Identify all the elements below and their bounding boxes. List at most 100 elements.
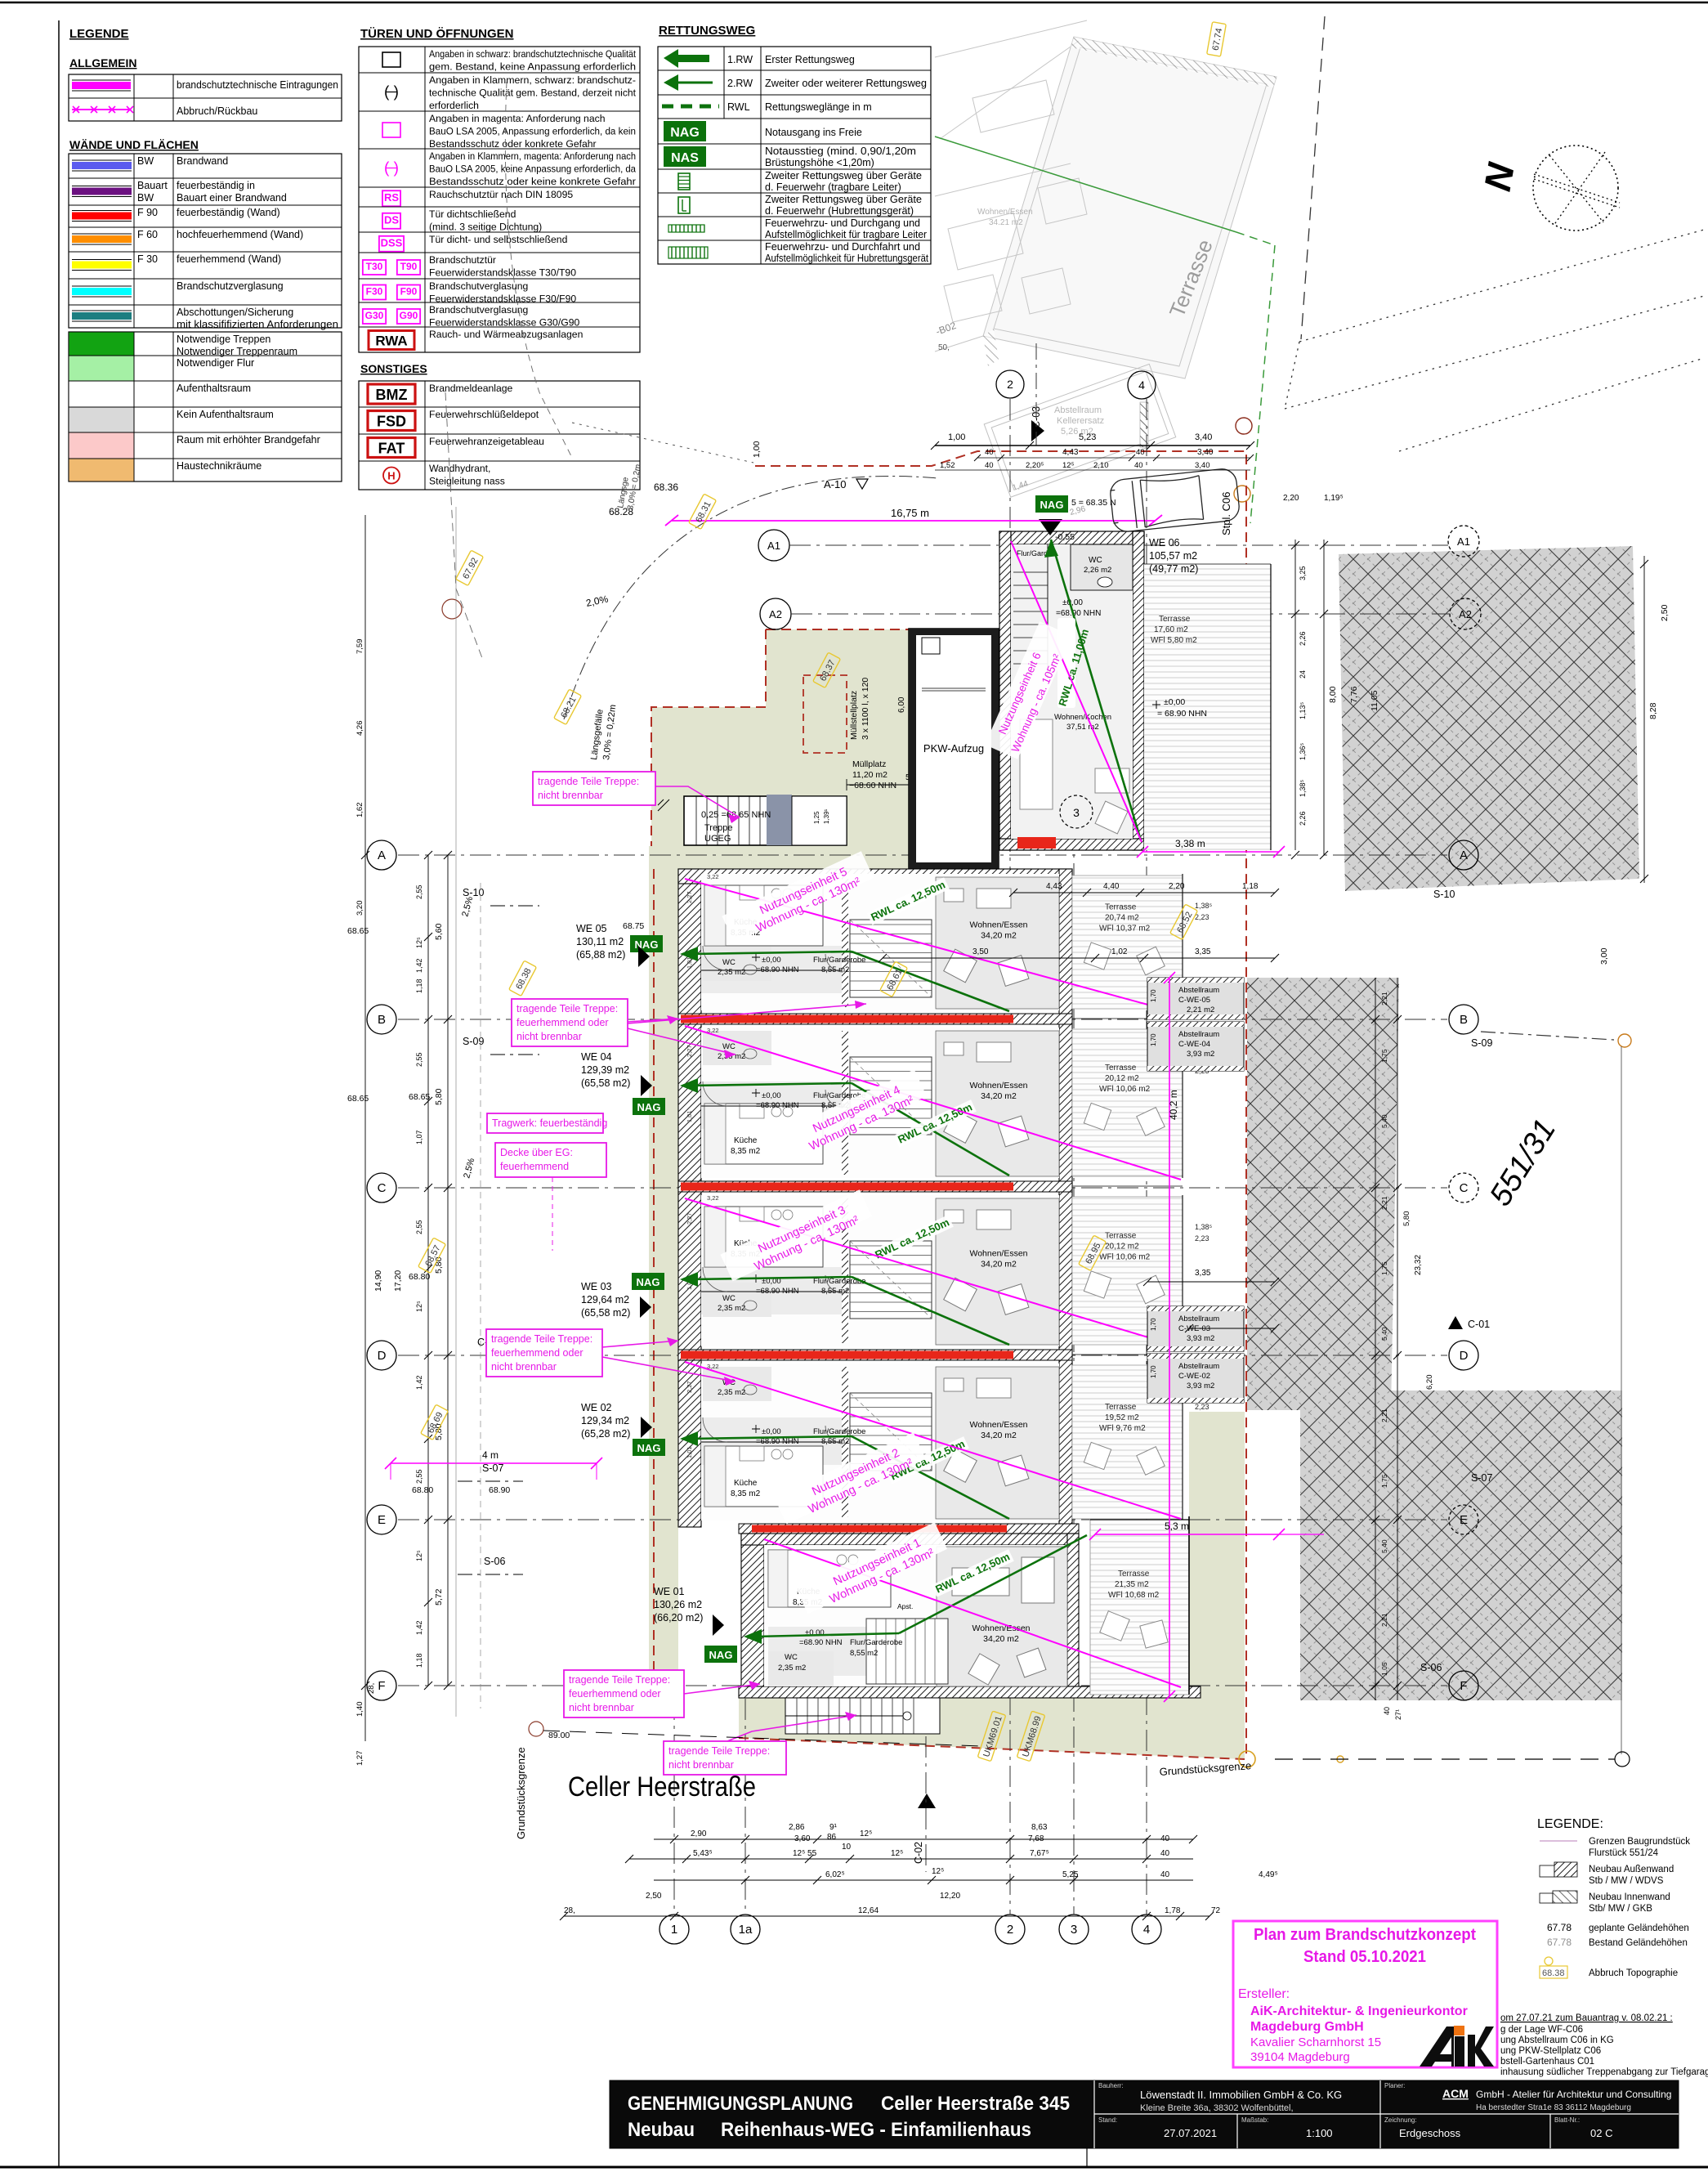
svg-text:Raum mit erhöhter Brandgefahr: Raum mit erhöhter Brandgefahr <box>177 434 320 446</box>
svg-text:1,07: 1,07 <box>415 1130 423 1144</box>
svg-text:D: D <box>378 1349 387 1363</box>
svg-text:02 C: 02 C <box>1590 2127 1612 2139</box>
svg-text:5,80: 5,80 <box>1402 1211 1411 1227</box>
svg-text:1,62: 1,62 <box>355 803 364 818</box>
svg-text:3,38 m: 3,38 m <box>1175 838 1205 849</box>
svg-text:1,00: 1,00 <box>948 432 965 442</box>
svg-text:2,21: 2,21 <box>1380 1613 1388 1627</box>
svg-text:NAS: NAS <box>671 151 699 165</box>
svg-text:21,35 m2: 21,35 m2 <box>1115 1580 1149 1589</box>
svg-text:Bauherr:: Bauherr: <box>1098 2082 1124 2089</box>
svg-text:2,21 m2: 2,21 m2 <box>1187 1005 1214 1014</box>
svg-text:Wohnen/Essen: Wohnen/Essen <box>977 208 1033 217</box>
svg-text:Stb / MW / WDVS: Stb / MW / WDVS <box>1589 1876 1664 1886</box>
svg-text:tragende Teile Treppe:: tragende Teile Treppe: <box>569 1674 670 1686</box>
svg-text:technische Qualität gem. Besta: technische Qualität gem. Bestand, derzei… <box>429 87 637 98</box>
svg-text:GmbH - Atelier für Architektur: GmbH - Atelier für Architektur und Consu… <box>1476 2089 1671 2100</box>
svg-text:WFl 10,06 m2: WFl 10,06 m2 <box>1099 1085 1151 1094</box>
svg-text:68.90: 68.90 <box>489 1485 510 1495</box>
svg-text:Steigleitung nass: Steigleitung nass <box>429 475 505 486</box>
svg-text:NAG: NAG <box>709 1649 733 1661</box>
svg-text:67.78: 67.78 <box>1547 1937 1572 1948</box>
svg-text:1,38⁵: 1,38⁵ <box>1195 1223 1213 1231</box>
svg-text:23,32: 23,32 <box>1414 1255 1423 1275</box>
svg-text:1,18: 1,18 <box>1242 882 1259 891</box>
svg-text:34,20 m2: 34,20 m2 <box>981 1091 1017 1101</box>
svg-text:5,80: 5,80 <box>434 1423 444 1440</box>
svg-text:F 90: F 90 <box>137 207 158 218</box>
svg-text:Ha berstedter Stra1e 83 3611: Ha berstedter Stra1e 83 36112 Magdeburg <box>1476 2103 1631 2112</box>
svg-text:12⁵: 12⁵ <box>1062 461 1075 470</box>
svg-text:5,3 m: 5,3 m <box>1165 1520 1189 1532</box>
svg-text:Neubau Innenwand: Neubau Innenwand <box>1589 1892 1670 1902</box>
svg-text:F90: F90 <box>400 286 418 298</box>
svg-text:68.80: 68.80 <box>409 1272 430 1282</box>
svg-text:5,80: 5,80 <box>434 1088 444 1105</box>
svg-text:Feuerwehranzeigetableau: Feuerwehranzeigetableau <box>429 436 544 447</box>
svg-text:3,35: 3,35 <box>1195 1269 1211 1278</box>
svg-text:8,55 m2: 8,55 m2 <box>850 1649 878 1658</box>
svg-text:2.RW: 2.RW <box>727 78 753 89</box>
svg-text:GENEHMIGUNGSPLANUNG: GENEHMIGUNGSPLANUNG <box>628 2093 853 2115</box>
svg-text:1,18: 1,18 <box>415 1653 423 1668</box>
svg-text:E: E <box>378 1513 386 1527</box>
svg-text:2,26: 2,26 <box>1299 631 1307 646</box>
svg-text:(66,20 m2): (66,20 m2) <box>654 1612 703 1623</box>
svg-text:WC: WC <box>722 1294 736 1303</box>
svg-text:40: 40 <box>1136 448 1145 457</box>
svg-text:C-01: C-01 <box>1468 1319 1490 1330</box>
svg-text:20,12 m2: 20,12 m2 <box>1105 1243 1139 1252</box>
svg-text:4,40: 4,40 <box>1103 882 1120 891</box>
svg-text:2,26 m2: 2,26 m2 <box>1084 566 1111 575</box>
svg-text:27¹: 27¹ <box>1394 1709 1402 1720</box>
svg-text:5,26 m2: 5,26 m2 <box>1061 427 1093 437</box>
svg-text:5,40: 5,40 <box>1380 1114 1388 1128</box>
svg-text:Löwenstadt II. Immobilien GmbH: Löwenstadt II. Immobilien GmbH & Co. KG <box>1140 2089 1342 2101</box>
svg-text:Feuerwiderstandsklasse T30/T90: Feuerwiderstandsklasse T30/T90 <box>429 266 576 278</box>
svg-text:RWA: RWA <box>375 334 407 349</box>
svg-text:3,20: 3,20 <box>355 901 364 916</box>
svg-text:WC: WC <box>785 1653 798 1662</box>
svg-text:Reihenhaus-WEG - Einfamilienh: Reihenhaus-WEG - Einfamilienhaus <box>721 2119 1031 2141</box>
svg-text:feuerbeständig (Wand): feuerbeständig (Wand) <box>177 207 280 218</box>
svg-text:72: 72 <box>1211 1906 1221 1915</box>
svg-text:Wohnen/Kochen: Wohnen/Kochen <box>1054 713 1111 722</box>
svg-text:5,72: 5,72 <box>434 1588 444 1605</box>
svg-text:BauO LSA 2005, Anpassung erfor: BauO LSA 2005, Anpassung erforderlich, d… <box>429 125 636 137</box>
svg-text:12⁵: 12⁵ <box>891 1849 903 1858</box>
svg-text:2,35 m2: 2,35 m2 <box>718 968 745 977</box>
svg-text:Brandmeldeanlage: Brandmeldeanlage <box>429 383 513 394</box>
svg-text:Notausgang ins Freie: Notausgang ins Freie <box>765 127 862 138</box>
svg-text:34,20 m2: 34,20 m2 <box>981 931 1017 941</box>
svg-text:5,40: 5,40 <box>1380 1539 1388 1553</box>
svg-text:Müllplatz: Müllplatz <box>852 759 886 769</box>
svg-text:3,22: 3,22 <box>707 1363 719 1370</box>
svg-text:1,01: 1,01 <box>686 1446 693 1458</box>
svg-text:erforderlich: erforderlich <box>429 100 479 111</box>
svg-text:(mind. 3 seitige Dichtung): (mind. 3 seitige Dichtung) <box>429 221 542 232</box>
svg-text:Wohnen/Essen: Wohnen/Essen <box>969 1081 1027 1090</box>
svg-text:68.36: 68.36 <box>654 481 678 493</box>
svg-text:Bestandsschutz oder konkrete G: Bestandsschutz oder konkrete Gefahr <box>429 138 597 150</box>
svg-text:G30: G30 <box>365 310 384 321</box>
svg-text:BW: BW <box>137 155 154 167</box>
svg-text:C-WE-03: C-WE-03 <box>1178 1324 1210 1333</box>
svg-text:nicht brennbar: nicht brennbar <box>569 1702 634 1713</box>
svg-text:2,27: 2,27 <box>686 891 693 903</box>
svg-text:−68.60 NHN: −68.60 NHN <box>849 781 896 790</box>
svg-text:nicht brennbar: nicht brennbar <box>491 1361 557 1373</box>
svg-text:1,75: 1,75 <box>1380 1261 1388 1275</box>
svg-text:C-WE-05: C-WE-05 <box>1178 996 1210 1005</box>
svg-text:Abschottungen/Sicherung: Abschottungen/Sicherung <box>177 307 293 318</box>
svg-text:34,20 m2: 34,20 m2 <box>981 1431 1017 1440</box>
svg-text:Rauch- und Wärmeabzugsanlagen: Rauch- und Wärmeabzugsanlagen <box>429 329 583 340</box>
svg-text:S-10: S-10 <box>463 887 484 898</box>
svg-text:tragende Teile Treppe:: tragende Teile Treppe: <box>516 1003 618 1014</box>
svg-text:Kein Aufenthaltsraum: Kein Aufenthaltsraum <box>177 409 274 420</box>
svg-text:Celler Heerstraße 345: Celler Heerstraße 345 <box>881 2093 1070 2115</box>
svg-text:NAG: NAG <box>637 1442 661 1454</box>
svg-text:34,20 m2: 34,20 m2 <box>983 1634 1019 1644</box>
svg-text:Terrasse: Terrasse <box>1159 615 1191 624</box>
svg-text:Brandschutverglasung: Brandschutverglasung <box>429 304 528 316</box>
svg-text:WC: WC <box>722 1042 736 1051</box>
